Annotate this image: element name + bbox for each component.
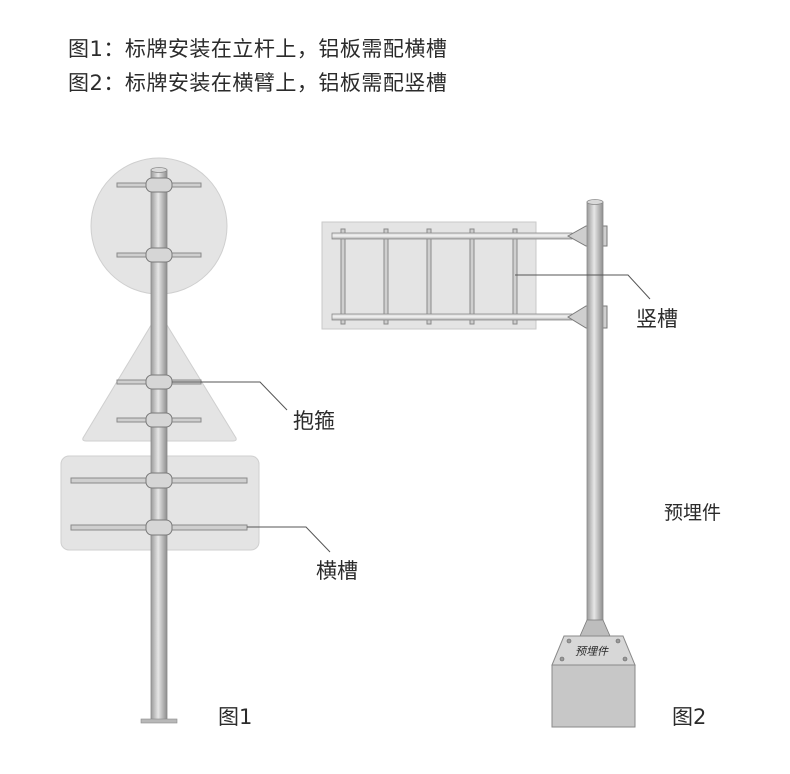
caption-figure-2: 图2 bbox=[672, 705, 706, 729]
pole-base-plate bbox=[140, 718, 178, 724]
anchor-bolt bbox=[559, 656, 565, 662]
label-embedded-part: 预埋件 bbox=[664, 502, 721, 524]
pole-top-cap bbox=[586, 199, 604, 205]
cross-arm-lower bbox=[331, 313, 573, 321]
hoop-clamp bbox=[145, 374, 173, 390]
label-hoop: 抱箍 bbox=[293, 409, 335, 433]
anchor-bolts bbox=[559, 638, 628, 662]
embedded-part-top-face bbox=[551, 635, 636, 666]
hoop-clamp bbox=[145, 472, 173, 489]
slot-bar bbox=[469, 228, 475, 325]
cross-arm-upper bbox=[331, 232, 573, 240]
anchor-bolt bbox=[615, 638, 621, 644]
embedded-part-block bbox=[551, 664, 636, 728]
slot-bar bbox=[340, 228, 346, 325]
hoop-clamp bbox=[145, 412, 173, 428]
slot-bar bbox=[426, 228, 432, 325]
figure-1: 抱箍 横槽 图1 bbox=[60, 157, 358, 729]
label-horizontal-slot: 横槽 bbox=[316, 559, 358, 583]
header-line-2: 图2：标牌安装在横臂上，铝板需配竖槽 bbox=[68, 71, 448, 95]
pole-top-cap bbox=[150, 167, 168, 173]
leader-line-horizontal-slot bbox=[247, 526, 331, 553]
pole-figure-2 bbox=[586, 201, 604, 635]
embedded-part-block-text: 预埋件 bbox=[575, 645, 609, 658]
hoop-clamp bbox=[145, 519, 173, 536]
vertical-slots bbox=[340, 228, 518, 325]
hoop-clamp bbox=[145, 177, 173, 193]
leader-line-hoop bbox=[172, 381, 288, 411]
anchor-bolt bbox=[622, 656, 628, 662]
caption-figure-1: 图1 bbox=[218, 705, 252, 729]
anchor-bolt bbox=[566, 638, 572, 644]
slot-bar bbox=[512, 228, 518, 325]
label-vertical-slot: 竖槽 bbox=[636, 307, 678, 331]
figure-2: 预埋件 竖槽 预埋件 图2 bbox=[321, 199, 721, 729]
hoop-clamp bbox=[145, 247, 173, 263]
leader-line-vertical-slot bbox=[515, 274, 651, 300]
header-line-1: 图1：标牌安装在立杆上，铝板需配横槽 bbox=[68, 37, 448, 61]
slot-bar bbox=[383, 228, 389, 325]
hoops bbox=[145, 177, 173, 536]
pole-base-stiffener bbox=[579, 619, 611, 637]
